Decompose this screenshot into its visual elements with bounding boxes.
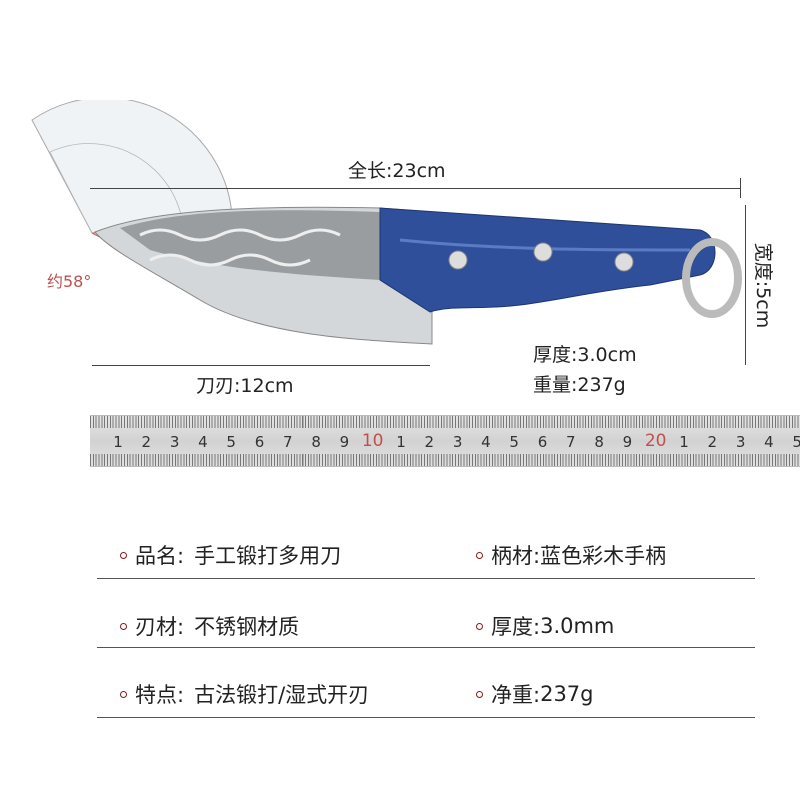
ruler-label: 5 — [509, 433, 519, 451]
spec-item: 特点: 古法锻打/湿式开刃 — [120, 679, 369, 709]
spec-label: 刃材: — [135, 615, 185, 639]
bullet-icon — [120, 690, 127, 698]
spec-item: 厚度:3.0mm — [476, 611, 614, 641]
ruler-label: 9 — [622, 433, 633, 451]
ruler-label: 3 — [169, 433, 180, 451]
ruler-label: 2 — [707, 433, 718, 451]
ruler-label: 3 — [452, 433, 463, 451]
bullet-icon — [476, 622, 483, 630]
ruler-label: 4 — [764, 433, 774, 451]
total-length-label: 全长:23cm — [348, 160, 446, 182]
ruler-label: 1 — [396, 433, 406, 451]
spec-label: 品名: — [135, 544, 185, 568]
bullet-icon — [476, 690, 483, 698]
spec-item: 品名: 手工锻打多用刀 — [120, 540, 341, 570]
angle-label: 约58° — [47, 272, 92, 291]
spec-item: 净重:237g — [476, 679, 594, 709]
ruler-label: 3 — [735, 433, 746, 451]
ruler-label: 8 — [594, 433, 604, 451]
ruler-label: 5 — [226, 433, 236, 451]
spec-label: 特点: — [135, 683, 185, 707]
ruler-label: 10 — [361, 431, 384, 451]
total-length-line — [90, 188, 740, 189]
ruler-label: 7 — [566, 433, 576, 451]
ruler-label: 6 — [537, 433, 548, 451]
divider — [97, 578, 755, 579]
ruler-label: 6 — [254, 433, 265, 451]
spec-value: 237g — [540, 682, 594, 706]
knife-image — [31, 100, 742, 345]
bullet-icon — [120, 622, 127, 630]
divider — [97, 717, 755, 718]
divider — [97, 647, 755, 648]
width-label: 宽度:5cm — [752, 242, 775, 329]
spec-value: 古法锻打/湿式开刃 — [194, 683, 370, 707]
ruler-label: 1 — [113, 433, 123, 451]
spec-value: 不锈钢材质 — [194, 615, 300, 639]
ruler-label: 1 — [679, 433, 689, 451]
ruler-label: 8 — [311, 433, 321, 451]
ruler-label: 4 — [198, 433, 208, 451]
ruler-label: 5 — [792, 433, 800, 451]
ruler-label: 2 — [141, 433, 152, 451]
dim-tick — [740, 178, 741, 198]
thickness-label: 厚度:3.0cm — [533, 344, 637, 366]
blade-length-line — [92, 365, 430, 366]
spec-label: 厚度: — [491, 615, 541, 639]
spec-label: 柄材: — [491, 544, 541, 568]
ruler-label: 9 — [339, 433, 350, 451]
spec-value: 蓝色彩木手柄 — [540, 544, 667, 568]
width-line — [745, 205, 746, 365]
weight-label: 重量:237g — [533, 374, 626, 396]
spec-item: 刃材: 不锈钢材质 — [120, 611, 299, 641]
blade-length-label: 刀刃:12cm — [196, 375, 294, 397]
spec-label: 净重: — [491, 683, 541, 707]
spec-value: 3.0mm — [540, 614, 615, 638]
ruler-label: 4 — [481, 433, 491, 451]
ruler-label: 20 — [644, 431, 667, 451]
spec-item: 柄材:蓝色彩木手柄 — [476, 540, 666, 570]
ruler-label: 2 — [424, 433, 435, 451]
spec-value: 手工锻打多用刀 — [194, 544, 342, 568]
bullet-icon — [120, 551, 127, 559]
ruler-label: 7 — [283, 433, 293, 451]
bullet-icon — [476, 551, 483, 559]
